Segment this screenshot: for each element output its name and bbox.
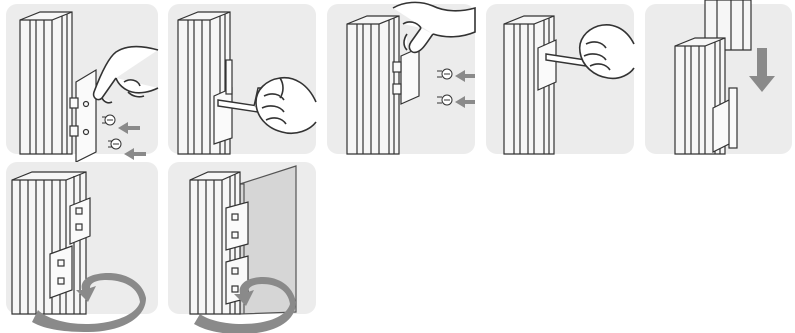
step-1-panel — [6, 4, 158, 154]
step-4-panel — [486, 4, 634, 154]
step-5-illustration — [645, 4, 792, 154]
step-3-illustration — [327, 4, 475, 154]
hand-icon — [256, 78, 316, 134]
hand-icon — [580, 25, 634, 79]
step-6-panel — [6, 162, 158, 314]
step-1-illustration — [6, 4, 158, 154]
hinge-plate-icon — [538, 40, 556, 90]
step-6-illustration — [6, 162, 158, 314]
insert-arrow-icon — [118, 122, 146, 160]
step-5-panel — [645, 4, 792, 154]
screw-icon — [437, 69, 452, 105]
step-7-panel — [168, 162, 316, 314]
aluminum-profile-icon — [12, 172, 86, 314]
step-4-illustration — [486, 4, 634, 154]
step-2-illustration — [168, 4, 316, 154]
insert-arrow-icon — [455, 70, 475, 108]
down-arrow-icon — [749, 48, 775, 92]
hand-icon — [94, 47, 158, 103]
hinge-plate-icon — [70, 70, 96, 162]
step-7-illustration — [168, 162, 316, 314]
step-2-panel — [168, 4, 316, 154]
aluminum-profile-icon — [20, 12, 72, 154]
step-3-panel — [327, 4, 475, 154]
screw-icon — [102, 115, 121, 149]
aluminum-profile-icon — [347, 16, 399, 154]
hand-icon — [393, 2, 475, 52]
